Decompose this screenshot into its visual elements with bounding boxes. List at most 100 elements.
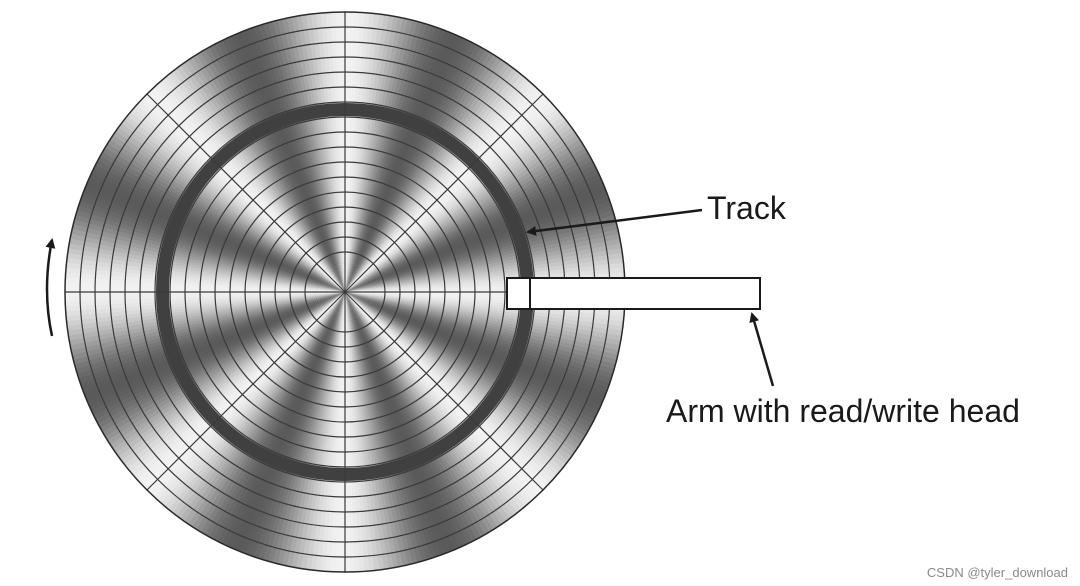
- platter-wedge: [73, 292, 346, 375]
- platter-wedge: [345, 292, 552, 489]
- platter-wedge: [345, 292, 423, 565]
- platter-wedge: [152, 81, 345, 292]
- platter-wedge: [78, 292, 345, 389]
- platter-wedge: [345, 292, 447, 558]
- platter-wedge: [345, 200, 614, 292]
- sector-divider: [146, 291, 346, 491]
- rotation-arrow-icon: [45, 238, 56, 337]
- platter-wedge: [345, 40, 479, 292]
- platter-wedge: [159, 75, 345, 292]
- platter-wedge: [345, 292, 385, 572]
- platter-wedge: [65, 292, 345, 322]
- platter-wedge: [86, 292, 345, 412]
- platter-wedge: [345, 292, 545, 496]
- platter-wedge: [345, 292, 418, 566]
- platter-wedge: [267, 19, 345, 293]
- platter-wedge: [345, 85, 542, 292]
- platter-wedge: [345, 61, 512, 292]
- platter-wedge: [345, 292, 590, 439]
- platter-wedge: [345, 292, 491, 537]
- platter-wedge: [345, 292, 456, 554]
- platter-wedge: [243, 26, 345, 292]
- platter-wedge: [111, 129, 346, 292]
- platter-wedge: [179, 60, 345, 292]
- read-write-arm: [506, 277, 761, 310]
- platter-wedge: [345, 292, 478, 544]
- platter-wedge: [71, 292, 345, 365]
- platter-wedge: [345, 292, 601, 417]
- platter-wedge: [345, 118, 571, 292]
- platter-wedge: [191, 52, 345, 292]
- platter-wedge: [345, 292, 482, 542]
- platter-wedge: [345, 292, 380, 572]
- platter-wedge: [89, 167, 345, 292]
- platter-wedge: [145, 88, 345, 293]
- platter-wedge: [239, 28, 345, 292]
- platter-wedge: [345, 267, 625, 292]
- platter-wedge: [345, 292, 515, 521]
- platter-wedge: [345, 292, 558, 482]
- platter-wedge: [345, 110, 565, 292]
- platter-wedge: [345, 159, 597, 292]
- platter-wedge: [345, 292, 433, 562]
- platter-wedge: [81, 292, 345, 398]
- platter-wedge: [345, 142, 588, 292]
- watermark: CSDN @tyler_download: [926, 565, 1068, 580]
- platter-wedge: [345, 292, 523, 515]
- platter-wedge: [345, 252, 625, 292]
- platter-wedge: [230, 32, 345, 292]
- platter-wedge: [178, 292, 345, 523]
- platter-wedge: [345, 292, 442, 559]
- platter-wedge: [148, 292, 345, 499]
- track-pointer-arrow: [526, 208, 703, 236]
- platter-wedge: [345, 214, 618, 292]
- platter-wedge: [345, 114, 568, 292]
- platter-wedge: [345, 292, 390, 572]
- platter-wedge: [345, 63, 516, 292]
- platter-wedge: [345, 292, 534, 506]
- platter-wedge: [345, 146, 590, 292]
- platter-wedge: [345, 79, 535, 292]
- platter-wedge: [103, 141, 345, 292]
- platter-wedge: [291, 14, 345, 293]
- platter-wedge: [320, 12, 345, 292]
- platter-wedge: [183, 57, 345, 292]
- platter-wedge: [119, 292, 345, 466]
- read-write-head: [506, 277, 531, 310]
- platter-wedge: [345, 36, 470, 292]
- platter-wedge: [345, 292, 594, 430]
- platter-wedge: [204, 44, 345, 292]
- platter-wedge: [305, 12, 345, 292]
- platter-wedge: [345, 292, 469, 548]
- platter-wedge: [345, 292, 531, 509]
- platter-wedge: [345, 292, 538, 503]
- platter-wedge: [95, 292, 345, 429]
- platter-wedge: [122, 292, 346, 470]
- platter-wedge: [131, 292, 345, 481]
- platter-wedge: [208, 42, 345, 292]
- platter-wedge: [345, 292, 409, 569]
- platter-wedge: [116, 292, 345, 462]
- platter-wedge: [93, 292, 345, 425]
- sector-divider: [344, 291, 544, 491]
- sector-divider: [146, 93, 346, 293]
- platter-wedge: [345, 233, 623, 292]
- arm-pointer-arrow: [749, 312, 775, 387]
- platter-wedge: [345, 168, 601, 292]
- platter-wedge: [345, 92, 549, 292]
- platter-wedge: [281, 15, 345, 293]
- platter-wedge: [345, 195, 612, 292]
- platter-wedge: [91, 292, 345, 421]
- platter-wedge: [203, 292, 345, 539]
- platter-wedge: [85, 292, 345, 407]
- platter-wedge: [345, 247, 625, 292]
- platter-wedge: [174, 292, 345, 521]
- platter-wedge: [67, 292, 346, 351]
- platter-wedge: [345, 96, 552, 292]
- platter-wedge: [345, 34, 466, 292]
- platter-wedge: [220, 292, 345, 548]
- platter-wedge: [345, 223, 620, 292]
- arm-label: Arm with read/write head: [666, 393, 1020, 429]
- platter-wedge: [345, 292, 568, 471]
- platter-wedge: [276, 17, 345, 292]
